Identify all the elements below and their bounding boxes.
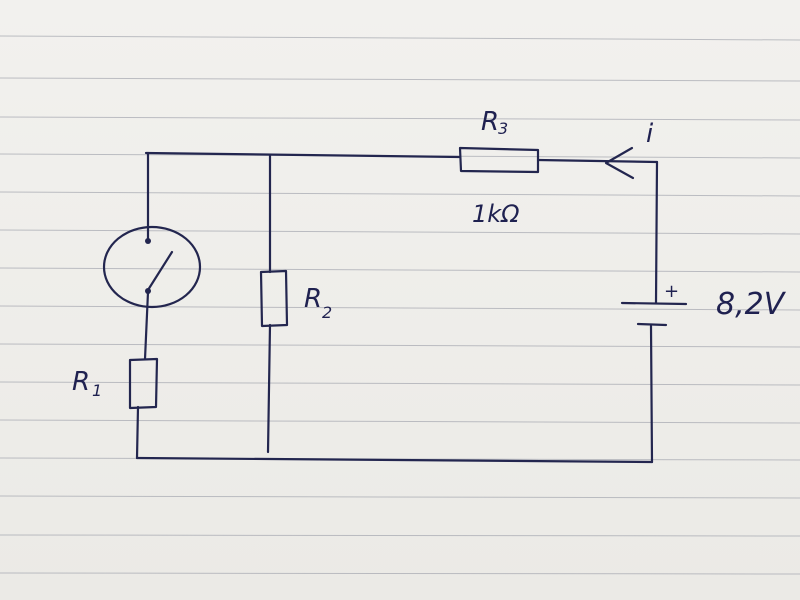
battery-voltage: 8,2V: [716, 287, 787, 322]
r1-subscript: 1: [92, 381, 102, 400]
current-label: i: [646, 119, 654, 149]
battery-symbol: + 8,2V: [620, 281, 787, 327]
circuit-wires: [135, 151, 659, 464]
current-arrow: i: [604, 119, 654, 180]
r3-label: R: [481, 107, 499, 137]
r2-label: R: [304, 284, 322, 314]
switch-symbol: [102, 225, 202, 309]
r1-label: R: [72, 367, 90, 397]
r2-subscript: 2: [322, 303, 332, 322]
r3-subscript: 3: [498, 119, 508, 138]
resistor-r3: R 3 1kΩ: [458, 107, 540, 228]
r3-value: 1kΩ: [472, 200, 520, 228]
resistor-r2: R 2: [259, 269, 332, 328]
battery-polarity: +: [664, 281, 679, 302]
resistor-r1: R 1: [72, 357, 159, 410]
